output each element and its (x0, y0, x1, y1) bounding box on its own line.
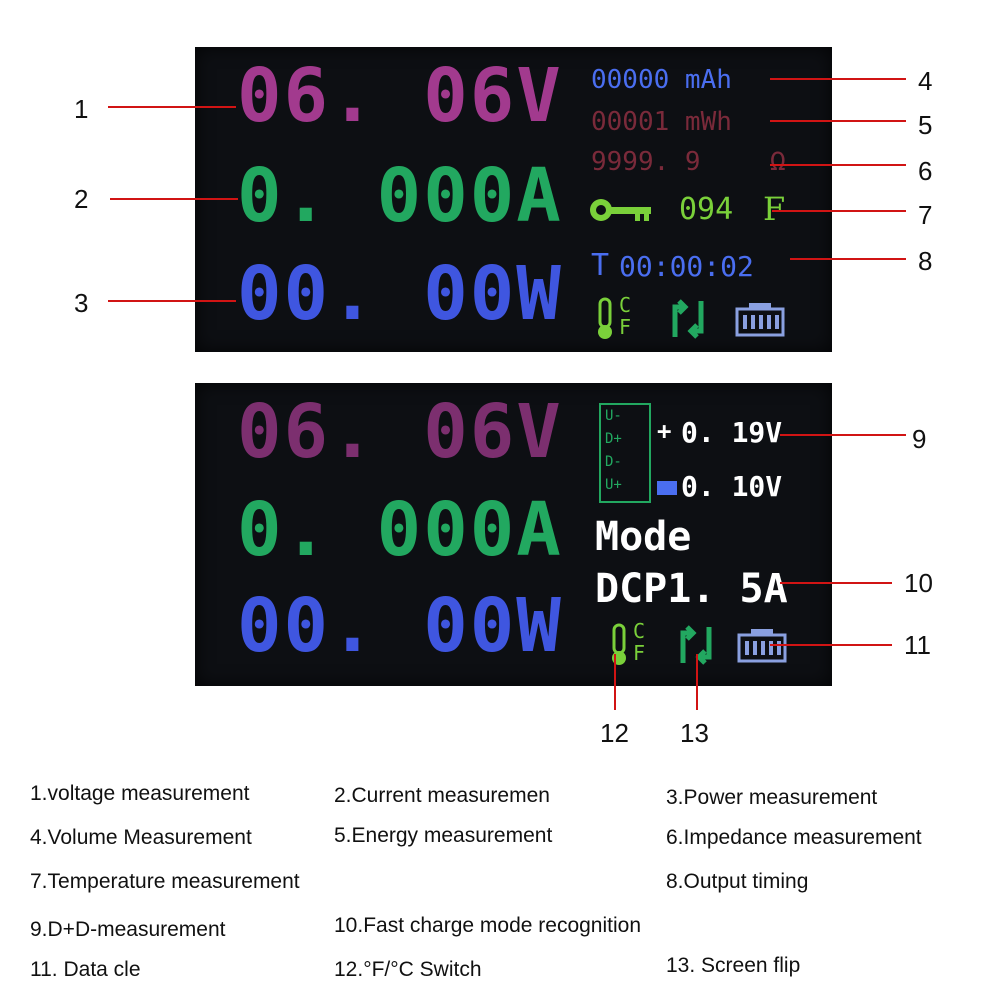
dplus-readout: 0. 19V (681, 416, 783, 449)
current-readout: 0. 000A (237, 153, 563, 239)
dminus-sign-icon (657, 481, 677, 495)
power-readout-2: 00. 00W (237, 583, 563, 669)
legend-item-12: 12.°F/°C Switch (334, 958, 482, 981)
timer-readout: 00:00:02 (619, 250, 754, 283)
thermometer-icon-2[interactable] (605, 623, 633, 667)
callout-12: 12 (600, 718, 629, 748)
leader-line-8 (790, 258, 906, 260)
legend-item-11: 11. Data cle (30, 958, 141, 981)
callout-7: 7 (918, 200, 933, 230)
flip-arrows-icon-2[interactable] (675, 623, 717, 667)
leader-line-3 (108, 300, 236, 302)
display-screen-top: 06. 06V 0. 000A 00. 00W 00000 mAh 00001 … (195, 47, 832, 352)
leader-line-7 (772, 210, 906, 212)
callout-6: 6 (918, 156, 933, 186)
callout-2: 2 (74, 184, 89, 214)
leader-line-12 (614, 654, 616, 710)
legend-item-9: 9.D+D-measurement (30, 918, 226, 941)
thermometer-icon[interactable] (591, 297, 619, 341)
celsius-label-2: C (633, 619, 646, 643)
celsius-label: C (619, 293, 632, 317)
leader-line-10 (780, 582, 892, 584)
mode-label: Mode (595, 514, 692, 560)
dminus-readout: 0. 10V (681, 470, 783, 503)
legend-item-3: 3.Power measurement (666, 786, 878, 809)
voltage-readout: 06. 06V (237, 53, 563, 139)
voltage-readout-2: 06. 06V (237, 389, 563, 475)
battery-clear-icon-2[interactable] (737, 627, 787, 663)
power-readout: 00. 00W (237, 251, 563, 337)
temperature-readout: 094 (679, 192, 734, 227)
callout-11: 11 (904, 630, 931, 660)
callout-3: 3 (74, 288, 89, 318)
legend-item-4: 4.Volume Measurement (30, 826, 252, 849)
key-icon (590, 199, 651, 221)
port-label-u-minus: U- (605, 408, 622, 424)
legend-item-5: 5.Energy measurement (334, 824, 553, 847)
port-label-d-minus: D- (605, 454, 622, 470)
leader-line-13 (696, 654, 698, 710)
flip-arrows-icon[interactable] (667, 297, 709, 341)
callout-9: 9 (912, 424, 927, 454)
callout-5: 5 (918, 110, 933, 140)
legend-item-1: 1.voltage measurement (30, 782, 250, 805)
temperature-unit: F (763, 190, 786, 228)
usb-port-diagram: U- D+ D- U+ (599, 403, 651, 503)
callout-10: 10 (904, 568, 933, 598)
capacity-readout: 00000 mAh (591, 65, 732, 95)
legend-item-6: 6.Impedance measurement (666, 826, 922, 849)
callout-8: 8 (918, 246, 933, 276)
battery-clear-icon[interactable] (735, 301, 785, 337)
leader-line-9 (780, 434, 906, 436)
legend-item-2: 2.Current measuremen (334, 784, 550, 807)
fahrenheit-label-2: F (633, 641, 646, 665)
dplus-sign-icon: + (657, 417, 672, 445)
mode-value: DCP1. 5A (595, 566, 788, 612)
fahrenheit-label: F (619, 315, 632, 339)
leader-line-4 (770, 78, 906, 80)
impedance-readout: 9999. 9 (591, 147, 701, 177)
callout-13: 13 (680, 718, 709, 748)
legend-item-8: 8.Output timing (666, 870, 809, 893)
energy-readout: 00001 mWh (591, 107, 732, 137)
legend-item-13: 13. Screen flip (666, 954, 801, 977)
callout-4: 4 (918, 66, 933, 96)
leader-line-5 (770, 120, 906, 122)
leader-line-6 (770, 164, 906, 166)
legend-item-10: 10.Fast charge mode recognition (334, 914, 642, 937)
leader-line-11 (770, 644, 892, 646)
callout-1: 1 (74, 94, 89, 124)
current-readout-2: 0. 000A (237, 487, 563, 573)
display-screen-bottom: 06. 06V 0. 000A 00. 00W U- D+ D- U+ + 0.… (195, 383, 832, 686)
legend-item-7: 7.Temperature measurement (30, 870, 300, 893)
port-label-u-plus: U+ (605, 477, 622, 493)
leader-line-1 (108, 106, 236, 108)
port-label-d-plus: D+ (605, 431, 622, 447)
timer-prefix: T (591, 248, 610, 283)
impedance-unit: Ω (770, 147, 786, 177)
leader-line-2 (110, 198, 238, 200)
